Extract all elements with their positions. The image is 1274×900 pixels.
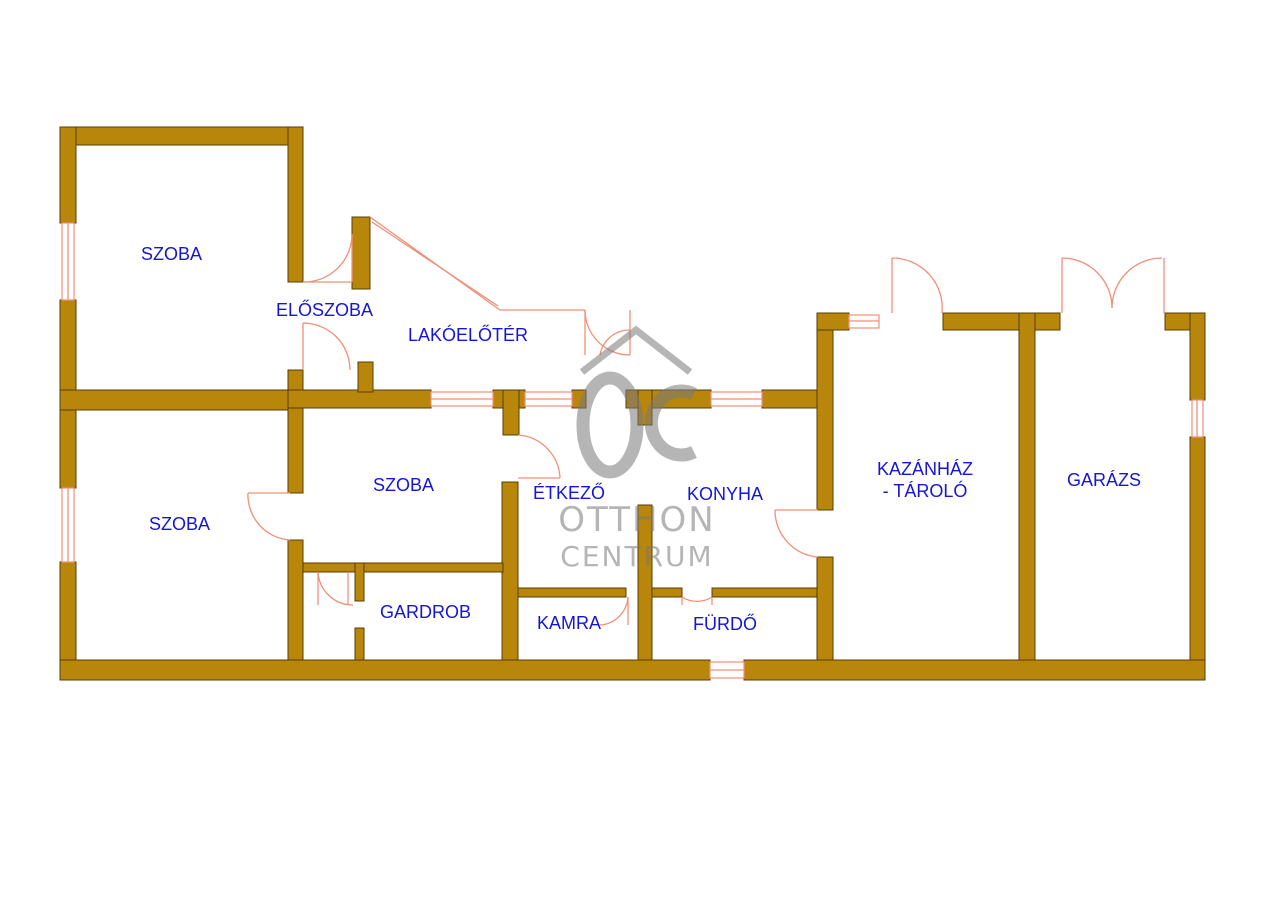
room-label-kazanhaz-line2: - TÁROLÓ xyxy=(882,481,968,501)
watermark-text-line1: OTTHON xyxy=(558,500,716,540)
room-label-kazanhaz-line1: KAZÁNHÁZ xyxy=(876,459,973,479)
room-label-eloszoba: ELŐSZOBA xyxy=(276,300,374,320)
room-label-kazanhaz: KAZÁNHÁZ - TÁROLÓ xyxy=(868,458,982,502)
watermark-logo xyxy=(576,325,697,479)
room-label-furdo: FÜRDŐ xyxy=(693,614,757,634)
room-label-szoba-top: SZOBA xyxy=(141,244,203,264)
room-label-garazs: GARÁZS xyxy=(1067,470,1142,490)
room-label-etkezo: ÉTKEZŐ xyxy=(533,483,606,503)
room-label-konyha: KONYHA xyxy=(687,484,764,504)
watermark-text-line2: CENTRUM xyxy=(560,540,714,573)
windows xyxy=(61,222,1204,679)
room-label-szoba-mid: SZOBA xyxy=(373,475,435,495)
room-label-gardrob: GARDROB xyxy=(380,602,472,622)
walls xyxy=(59,126,1206,681)
room-label-kamra: KAMRA xyxy=(537,613,602,633)
doors xyxy=(247,216,1165,626)
room-label-szoba-left: SZOBA xyxy=(149,514,211,534)
room-label-lakoeloter: LAKÓELŐTÉR xyxy=(408,325,529,345)
